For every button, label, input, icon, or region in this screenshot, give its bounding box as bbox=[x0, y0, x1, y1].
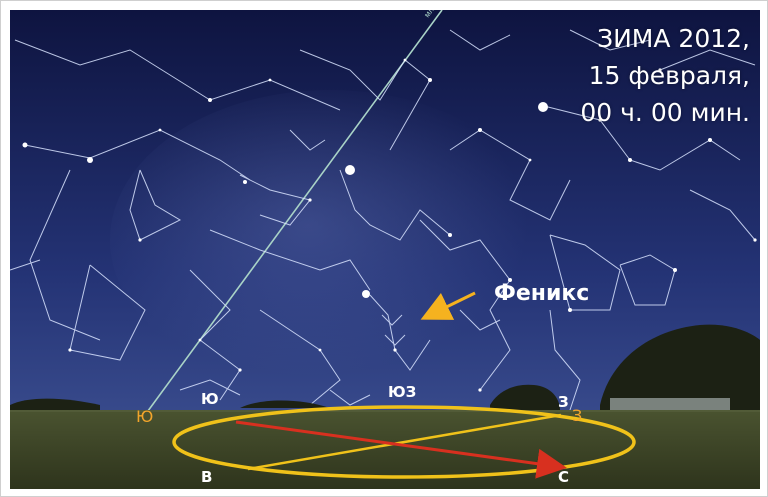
star-map-scene: мл ЗИМА 2012, 15 февраля, 00 ч. 00 мин. … bbox=[10, 10, 760, 489]
stars bbox=[22, 58, 757, 392]
title-date: 15 февраля, bbox=[588, 61, 750, 90]
label-west: З bbox=[558, 393, 569, 411]
ecliptic-line bbox=[144, 10, 443, 416]
title-time: 00 ч. 00 мин. bbox=[580, 98, 750, 127]
label-south: Ю bbox=[201, 390, 219, 408]
constellation-lines bbox=[10, 29, 756, 411]
star-map-graphic: мл bbox=[10, 10, 760, 489]
milky-way-glow bbox=[110, 90, 550, 390]
title-season-year: ЗИМА 2012, bbox=[597, 24, 750, 53]
label-south-ecliptic: Ю bbox=[136, 407, 154, 426]
south-to-north-arrow bbox=[235, 420, 567, 479]
phoenix-label: Феникс bbox=[494, 281, 590, 306]
ecliptic-label-fragment: мл bbox=[422, 10, 435, 19]
label-east: В bbox=[201, 468, 213, 486]
label-west-ecliptic: З bbox=[572, 406, 583, 425]
phoenix-pointer-arrow bbox=[420, 291, 476, 320]
label-north: С bbox=[558, 468, 570, 486]
ellipse-diagonal-east-west bbox=[247, 413, 562, 471]
horizon-ellipse bbox=[172, 405, 636, 479]
label-southwest: ЮЗ bbox=[388, 383, 417, 401]
